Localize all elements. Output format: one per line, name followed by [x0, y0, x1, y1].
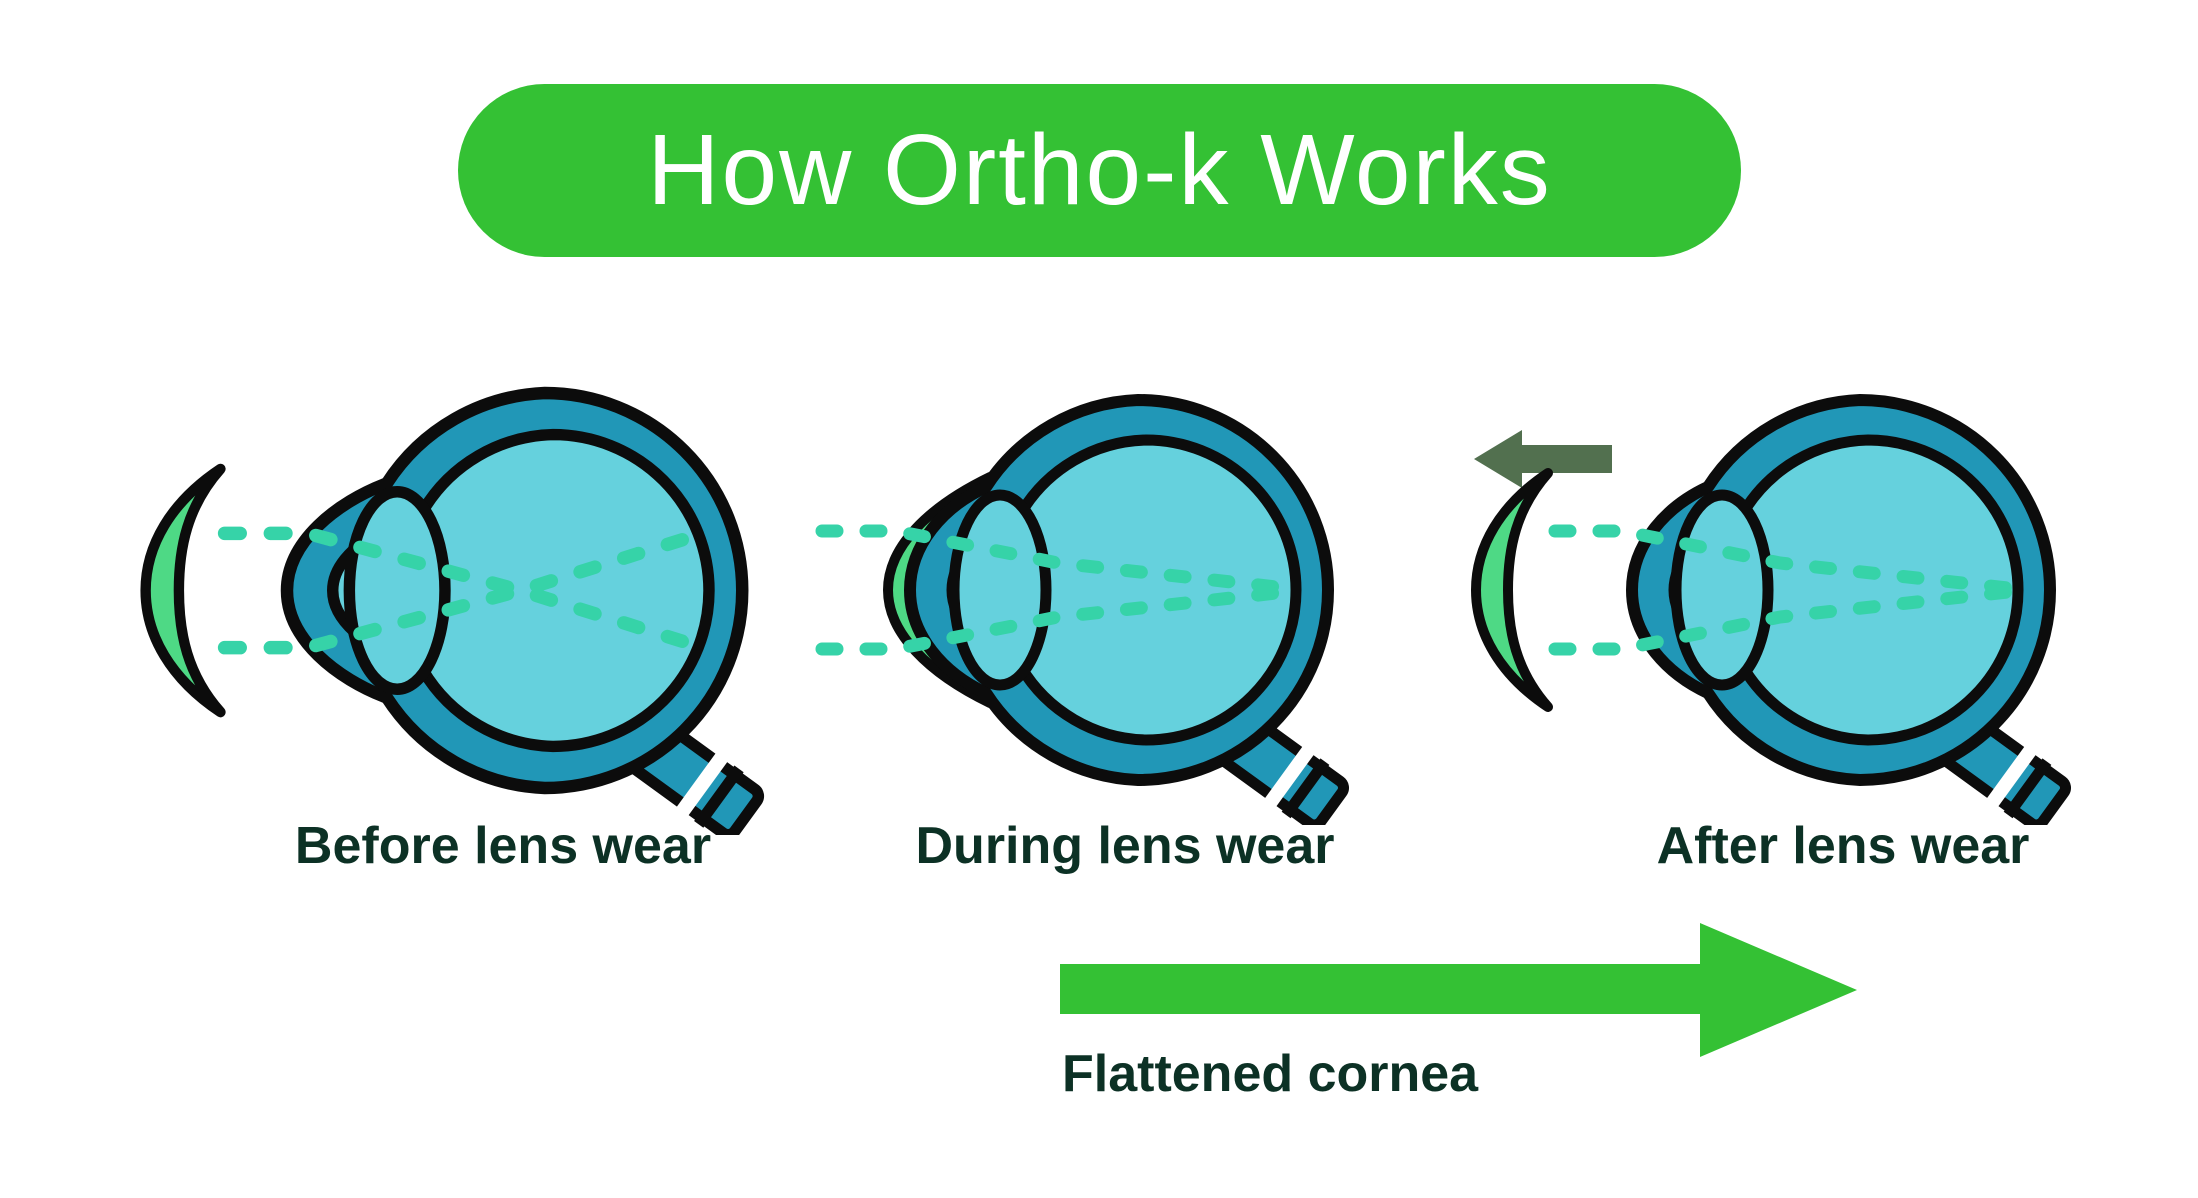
flattened-cornea-right-arrow-icon: [1060, 923, 1857, 1057]
crystalline-lens: [343, 486, 451, 695]
crystalline-lens: [1670, 489, 1774, 691]
stage-label-before: Before lens wear: [294, 817, 712, 875]
lens-removal-left-arrow-icon: [1474, 430, 1612, 488]
ortho-k-lens-icon: [140, 463, 226, 718]
eye-diagram-before: [140, 386, 765, 835]
eye-diagram-after: [1471, 394, 2072, 825]
stage-label-during: During lens wear: [915, 817, 1335, 875]
light-ray-top: [1548, 524, 2015, 595]
light-ray-bottom: [1548, 585, 2015, 656]
light-ray-top: [217, 526, 710, 655]
ortho-k-lens-icon: [1471, 468, 1553, 712]
crystalline-lens: [948, 489, 1052, 691]
flattened-cornea-label: Flattened cornea: [1062, 1045, 1479, 1103]
light-ray-bottom: [217, 526, 710, 655]
eye-diagram-during: [815, 394, 1350, 825]
title-banner: How Ortho-k Works: [458, 84, 1741, 257]
light-ray-bottom: [815, 585, 1293, 656]
stage-label-after: After lens wear: [1656, 817, 2030, 875]
light-ray-top: [815, 524, 1293, 595]
page-title: How Ortho-k Works: [647, 114, 1552, 226]
